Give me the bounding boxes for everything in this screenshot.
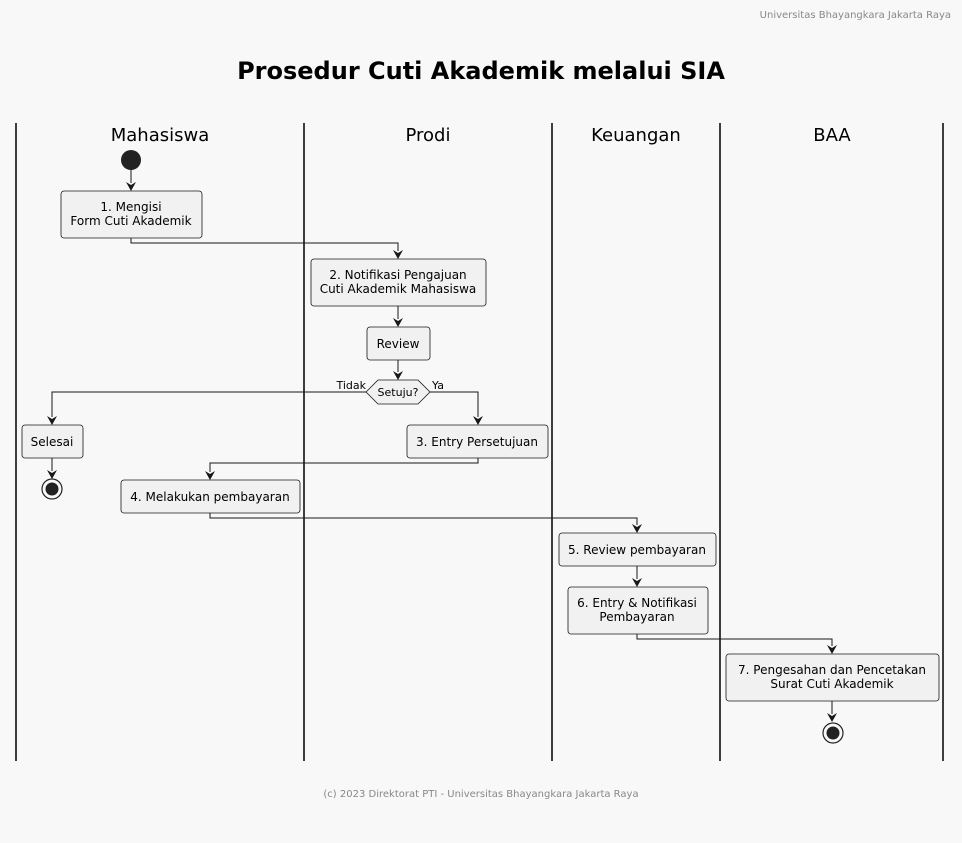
end-node-final-outer <box>822 722 844 744</box>
activity-7-line2: Surat Cuti Akademik <box>770 677 893 691</box>
arrowhead <box>827 645 837 654</box>
edge-label-tidak: Tidak <box>335 379 366 392</box>
edge-n3-n4 <box>209 458 479 472</box>
arrowhead <box>393 318 403 327</box>
arrowhead <box>47 470 57 479</box>
edge-label-ya: Ya <box>431 379 444 392</box>
end-node-outer <box>41 478 63 500</box>
start-node <box>121 150 141 170</box>
lane-title-baa: BAA <box>813 125 851 146</box>
lane-title-mahasiswa: Mahasiswa <box>111 125 210 146</box>
header-text: Universitas Bhayangkara Jakarta Raya <box>759 10 951 21</box>
review-label: Review <box>377 337 420 351</box>
activity-2-line2: Cuti Akademik Mahasiswa <box>320 282 477 296</box>
diagram-title: Prosedur Cuti Akademik melalui SIA <box>237 57 725 85</box>
arrowhead <box>393 371 403 380</box>
arrowhead <box>632 524 642 533</box>
end-node-inner <box>45 482 59 496</box>
edge-decision-n3 <box>430 391 479 417</box>
edge-decision-selesai <box>51 391 366 417</box>
selesai-label: Selesai <box>31 435 74 449</box>
arrowhead <box>827 713 837 722</box>
activity-5-label: 5. Review pembayaran <box>568 543 706 557</box>
arrowhead <box>393 250 403 259</box>
arrowhead <box>205 471 215 480</box>
edge-n4-n5 <box>209 513 638 525</box>
arrowhead <box>126 182 136 191</box>
activity-7-line1: 7. Pengesahan dan Pencetakan <box>738 663 926 677</box>
end-node-final-inner <box>826 726 840 740</box>
activity-1-line1: 1. Mengisi <box>100 200 161 214</box>
edge-n6-n7 <box>636 634 833 646</box>
activity-6-box <box>567 586 709 635</box>
activity-6-line2: Pembayaran <box>599 610 674 624</box>
arrowhead <box>47 416 57 425</box>
arrowhead <box>632 578 642 587</box>
footer-text: (c) 2023 Direktorat PTI - Universitas Bh… <box>323 789 639 800</box>
decision-label: Setuju? <box>378 386 419 399</box>
edge-n1-n2 <box>130 238 399 251</box>
arrowhead <box>473 416 483 425</box>
activity-6-line1: 6. Entry & Notifikasi <box>577 596 697 610</box>
lane-title-prodi: Prodi <box>406 125 451 146</box>
activity-2-line1: 2. Notifikasi Pengajuan <box>329 268 466 282</box>
lane-title-keuangan: Keuangan <box>591 125 681 146</box>
activity-4-label: 4. Melakukan pembayaran <box>130 490 289 504</box>
activity-1-line2: Form Cuti Akademik <box>70 214 191 228</box>
activity-3-label: 3. Entry Persetujuan <box>416 435 538 449</box>
